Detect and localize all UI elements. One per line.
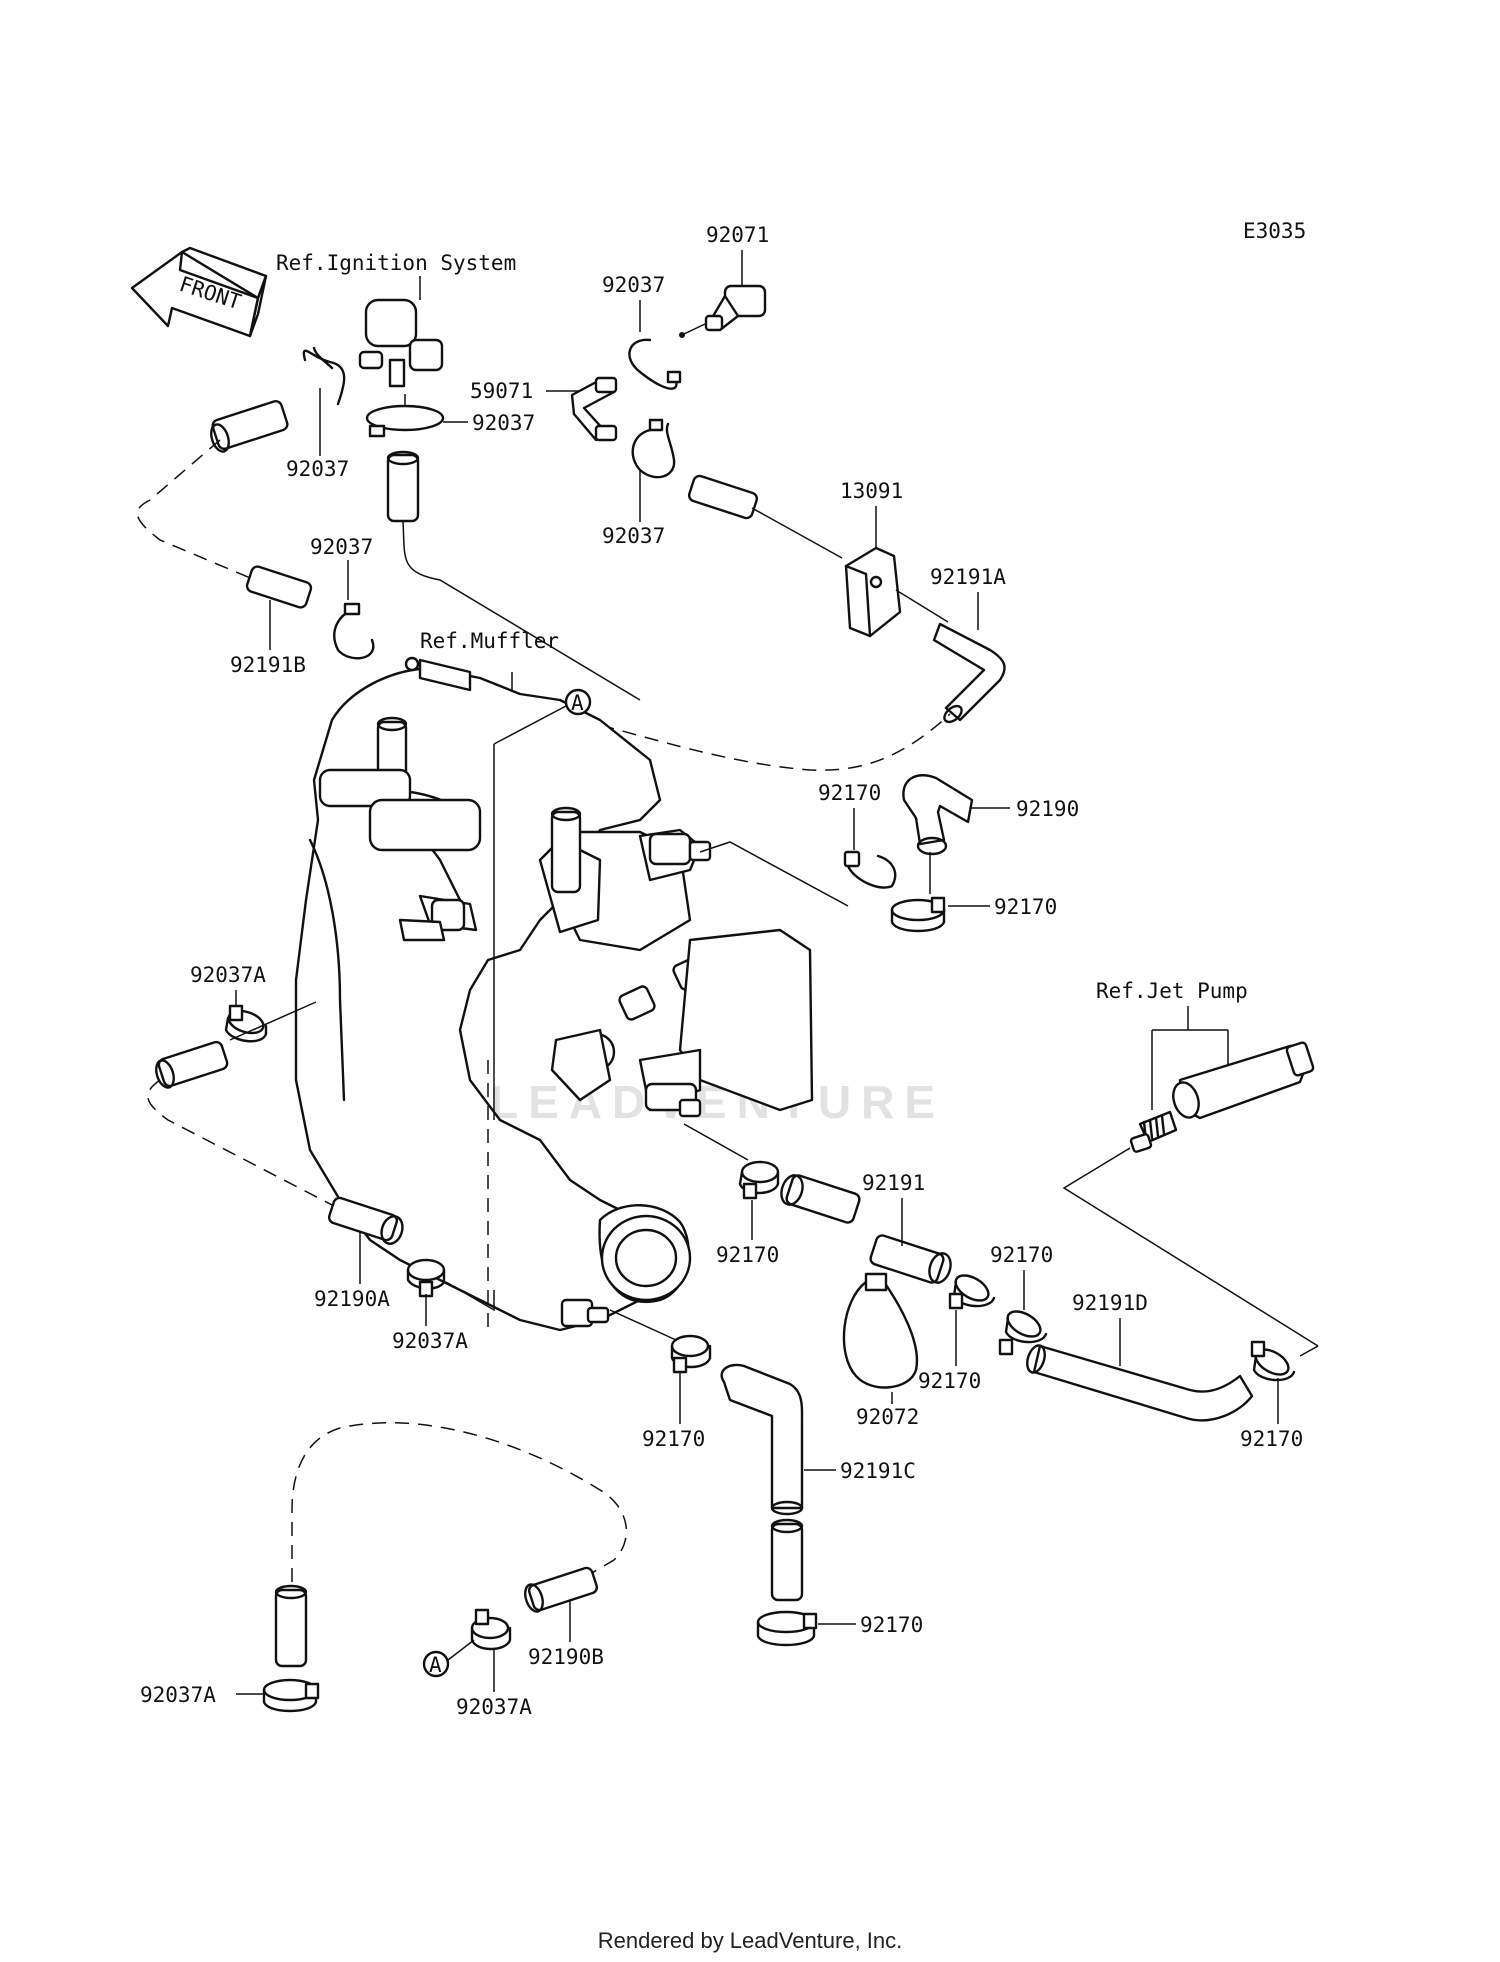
muffler-assembly [294, 656, 814, 1332]
hose-lower-left [274, 1584, 308, 1668]
label-92191: 92191 [862, 1171, 925, 1195]
clamp-92170-e [998, 1310, 1048, 1356]
hose-92191-upper [780, 1174, 861, 1224]
svg-text:A: A [429, 1653, 442, 1677]
label-92037-b: 92037 [310, 535, 373, 559]
hose-92190B [524, 1566, 599, 1613]
hose-92191D [1026, 1344, 1254, 1422]
clamp-92170-h [756, 1610, 818, 1647]
label-92037A-lower-left: 92037A [140, 1683, 216, 1707]
clamp-92037A-lower-left [262, 1678, 320, 1713]
clamp-92170-g [670, 1334, 712, 1374]
jet-pump-fitting [1129, 1041, 1315, 1153]
label-92170-a: 92170 [818, 781, 881, 805]
clamp-92170-f [1250, 1340, 1296, 1382]
label-92071: 92071 [706, 223, 769, 247]
label-59071: 59071 [470, 379, 533, 403]
label-92170-f: 92170 [1240, 1427, 1303, 1451]
clamp-92072 [842, 1272, 919, 1389]
hose-vertical-ignition [386, 450, 420, 523]
label-92191B: 92191B [230, 653, 306, 677]
hose-92191A [932, 622, 1006, 724]
label-13091: 13091 [840, 479, 903, 503]
svg-text:A: A [571, 691, 584, 715]
label-92191D: 92191D [1072, 1291, 1148, 1315]
hose-92190A [327, 1196, 404, 1245]
label-92037-top-left: 92037 [286, 457, 349, 481]
label-92170-d: 92170 [918, 1369, 981, 1393]
circle-marker-a-bottom: A [422, 1650, 450, 1678]
label-92170-e: 92170 [990, 1243, 1053, 1267]
credit-footer: Rendered by LeadVenture, Inc. [597, 1928, 903, 1953]
ref-ignition-system: Ref.Ignition System [276, 251, 516, 275]
label-92190B: 92190B [528, 1645, 604, 1669]
elbow-59071 [570, 376, 618, 442]
label-92190: 92190 [1016, 797, 1079, 821]
clamp-92037-mid [365, 404, 445, 438]
clamp-92037-tc2 [631, 418, 676, 479]
label-92072: 92072 [856, 1405, 919, 1429]
fitting-92071 [679, 284, 767, 338]
label-92037-mid: 92037 [472, 411, 535, 435]
label-92170-h: 92170 [860, 1613, 923, 1637]
front-arrow-icon: FRONT [130, 246, 268, 338]
label-92037A-lower-mid: 92037A [456, 1695, 532, 1719]
hose-92191B [245, 565, 313, 609]
label-92170-b: 92170 [994, 895, 1057, 919]
label-92037-tc: 92037 [602, 273, 665, 297]
diagram-code: E3035 [1243, 219, 1306, 243]
hose-92190 [902, 774, 974, 856]
clamp-92170-b [890, 896, 946, 933]
clamp-92170-d [948, 1274, 996, 1310]
label-92191C: 92191C [840, 1459, 916, 1483]
label-92037A-left: 92037A [190, 963, 266, 987]
hose-short-top-left [210, 399, 289, 453]
label-92170-g: 92170 [642, 1427, 705, 1451]
label-92037A-mid: 92037A [392, 1329, 468, 1353]
ref-jet-pump: Ref.Jet Pump [1096, 979, 1248, 1003]
clamp-92170-c [738, 1160, 780, 1200]
hose-92191C [720, 1363, 804, 1516]
hose-92191-lower [869, 1234, 952, 1284]
hose-left-upper [155, 1040, 229, 1089]
label-92190A: 92190A [314, 1287, 390, 1311]
circle-marker-a-top: A [564, 688, 592, 716]
hose-92191C-lower [770, 1518, 804, 1602]
ignition-fitting [358, 276, 444, 388]
block-13091 [844, 546, 902, 638]
clamp-92170-a [843, 850, 897, 889]
clamp-92037-b [333, 602, 375, 660]
label-92170-c: 92170 [716, 1243, 779, 1267]
hose-short-tc [687, 474, 759, 520]
clamp-92037A-lower-mid [470, 1608, 512, 1651]
label-92191A: 92191A [930, 565, 1006, 589]
clamp-92037A-left [224, 1004, 268, 1043]
label-92037-tc2: 92037 [602, 524, 665, 548]
ref-muffler: Ref.Muffler [420, 629, 559, 653]
clamp-92037-top-left [302, 346, 346, 406]
clamp-92037-tc [628, 338, 682, 390]
clamp-92037A-mid [406, 1258, 446, 1298]
